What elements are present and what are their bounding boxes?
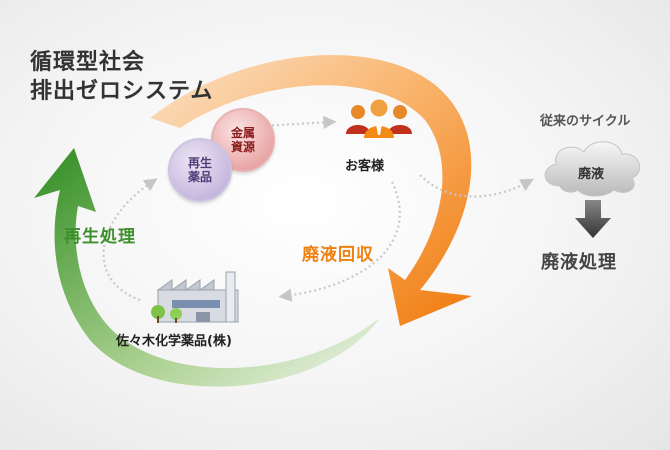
flow-arrow-to-customer <box>261 115 337 129</box>
flow-arrow-to-conventional <box>419 174 534 198</box>
waste-cloud-icon <box>544 141 641 197</box>
recycled-chemicals-node: 再生 薬品 <box>168 138 232 202</box>
metal-resources-label-2: 資源 <box>230 140 255 154</box>
title-line-1: 循環型社会 <box>30 50 146 75</box>
metal-resources-label-1: 金属 <box>230 126 255 140</box>
recycled-chemicals-label-2: 薬品 <box>187 170 212 184</box>
customer-label: お客様 <box>345 159 385 174</box>
waste-collection-label: 廃液回収 <box>302 245 374 265</box>
recycle-processing-label: 再生処理 <box>64 227 136 247</box>
factory-icon <box>151 271 239 323</box>
waste-collection-arrow <box>150 55 472 327</box>
conventional-cycle-title: 従来のサイクル <box>540 114 631 129</box>
customer-group-icon <box>346 99 412 138</box>
flow-arrow-customer-to-company <box>278 181 401 302</box>
recycle-processing-arrow <box>34 148 380 387</box>
waste-disposal-label: 廃液処理 <box>541 252 617 273</box>
waste-cloud-label: 廃液 <box>578 167 605 182</box>
company-label: 佐々木化学薬品(株) <box>116 334 232 349</box>
recycled-chemicals-label-1: 再生 <box>187 156 212 170</box>
down-arrow-icon <box>575 200 611 238</box>
title-line-2: 排出ゼロシステム <box>30 79 214 104</box>
